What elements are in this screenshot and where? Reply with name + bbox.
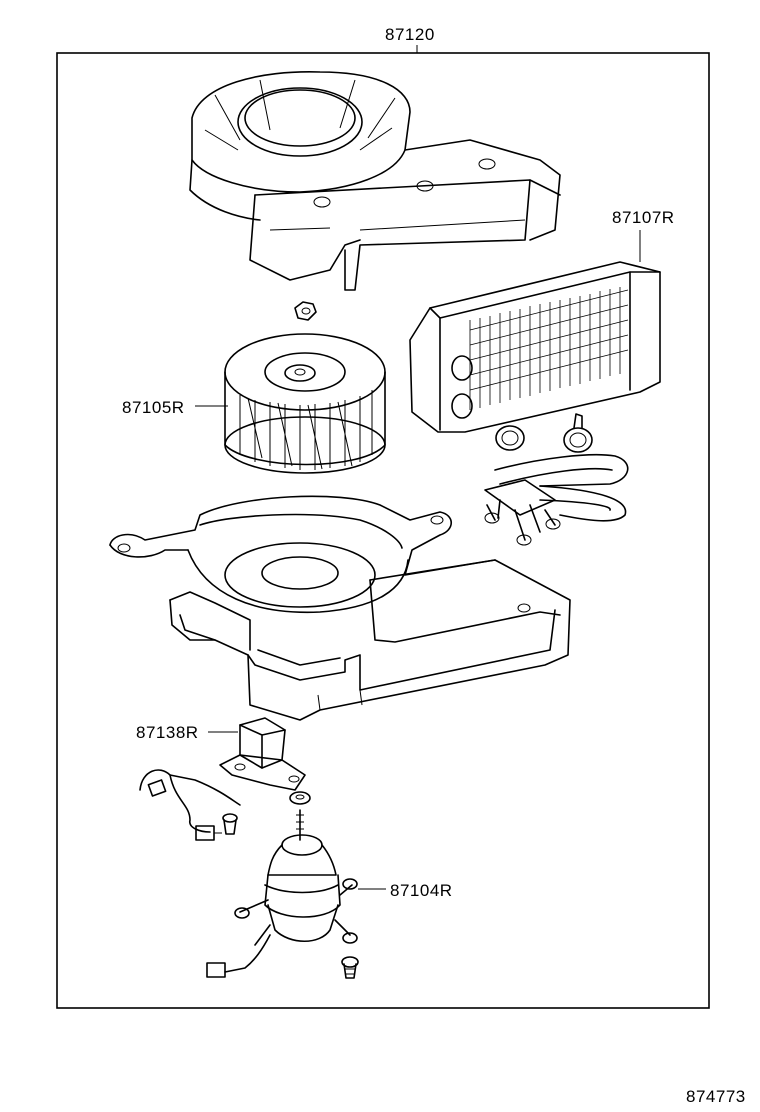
screw-motor[interactable] (341, 956, 359, 979)
label-87138R[interactable]: 87138R (136, 723, 199, 742)
label-87107R[interactable]: 87107R (612, 208, 675, 227)
upper-blower-housing[interactable] (189, 71, 561, 291)
washer[interactable] (289, 791, 311, 805)
screw-resistor[interactable] (222, 813, 238, 835)
label-87104R[interactable]: 87104R (390, 881, 453, 900)
assembly-frame (56, 52, 710, 1009)
resistor-wire-harness[interactable] (139, 769, 241, 841)
blower-motor[interactable] (234, 809, 358, 946)
nut[interactable] (294, 301, 317, 321)
heater-core[interactable] (409, 261, 661, 433)
motor-wire-harness[interactable] (206, 934, 271, 978)
blower-fan[interactable] (224, 333, 386, 474)
hose-clamp-right[interactable] (563, 413, 593, 453)
lower-blower-case[interactable] (109, 495, 571, 721)
label-87120[interactable]: 87120 (385, 25, 435, 44)
blower-resistor[interactable] (219, 717, 306, 791)
hose-clamp-left[interactable] (495, 425, 525, 451)
figure-number: 874773 (686, 1087, 746, 1106)
label-87105R[interactable]: 87105R (122, 398, 185, 417)
heater-pipes[interactable] (484, 454, 629, 546)
